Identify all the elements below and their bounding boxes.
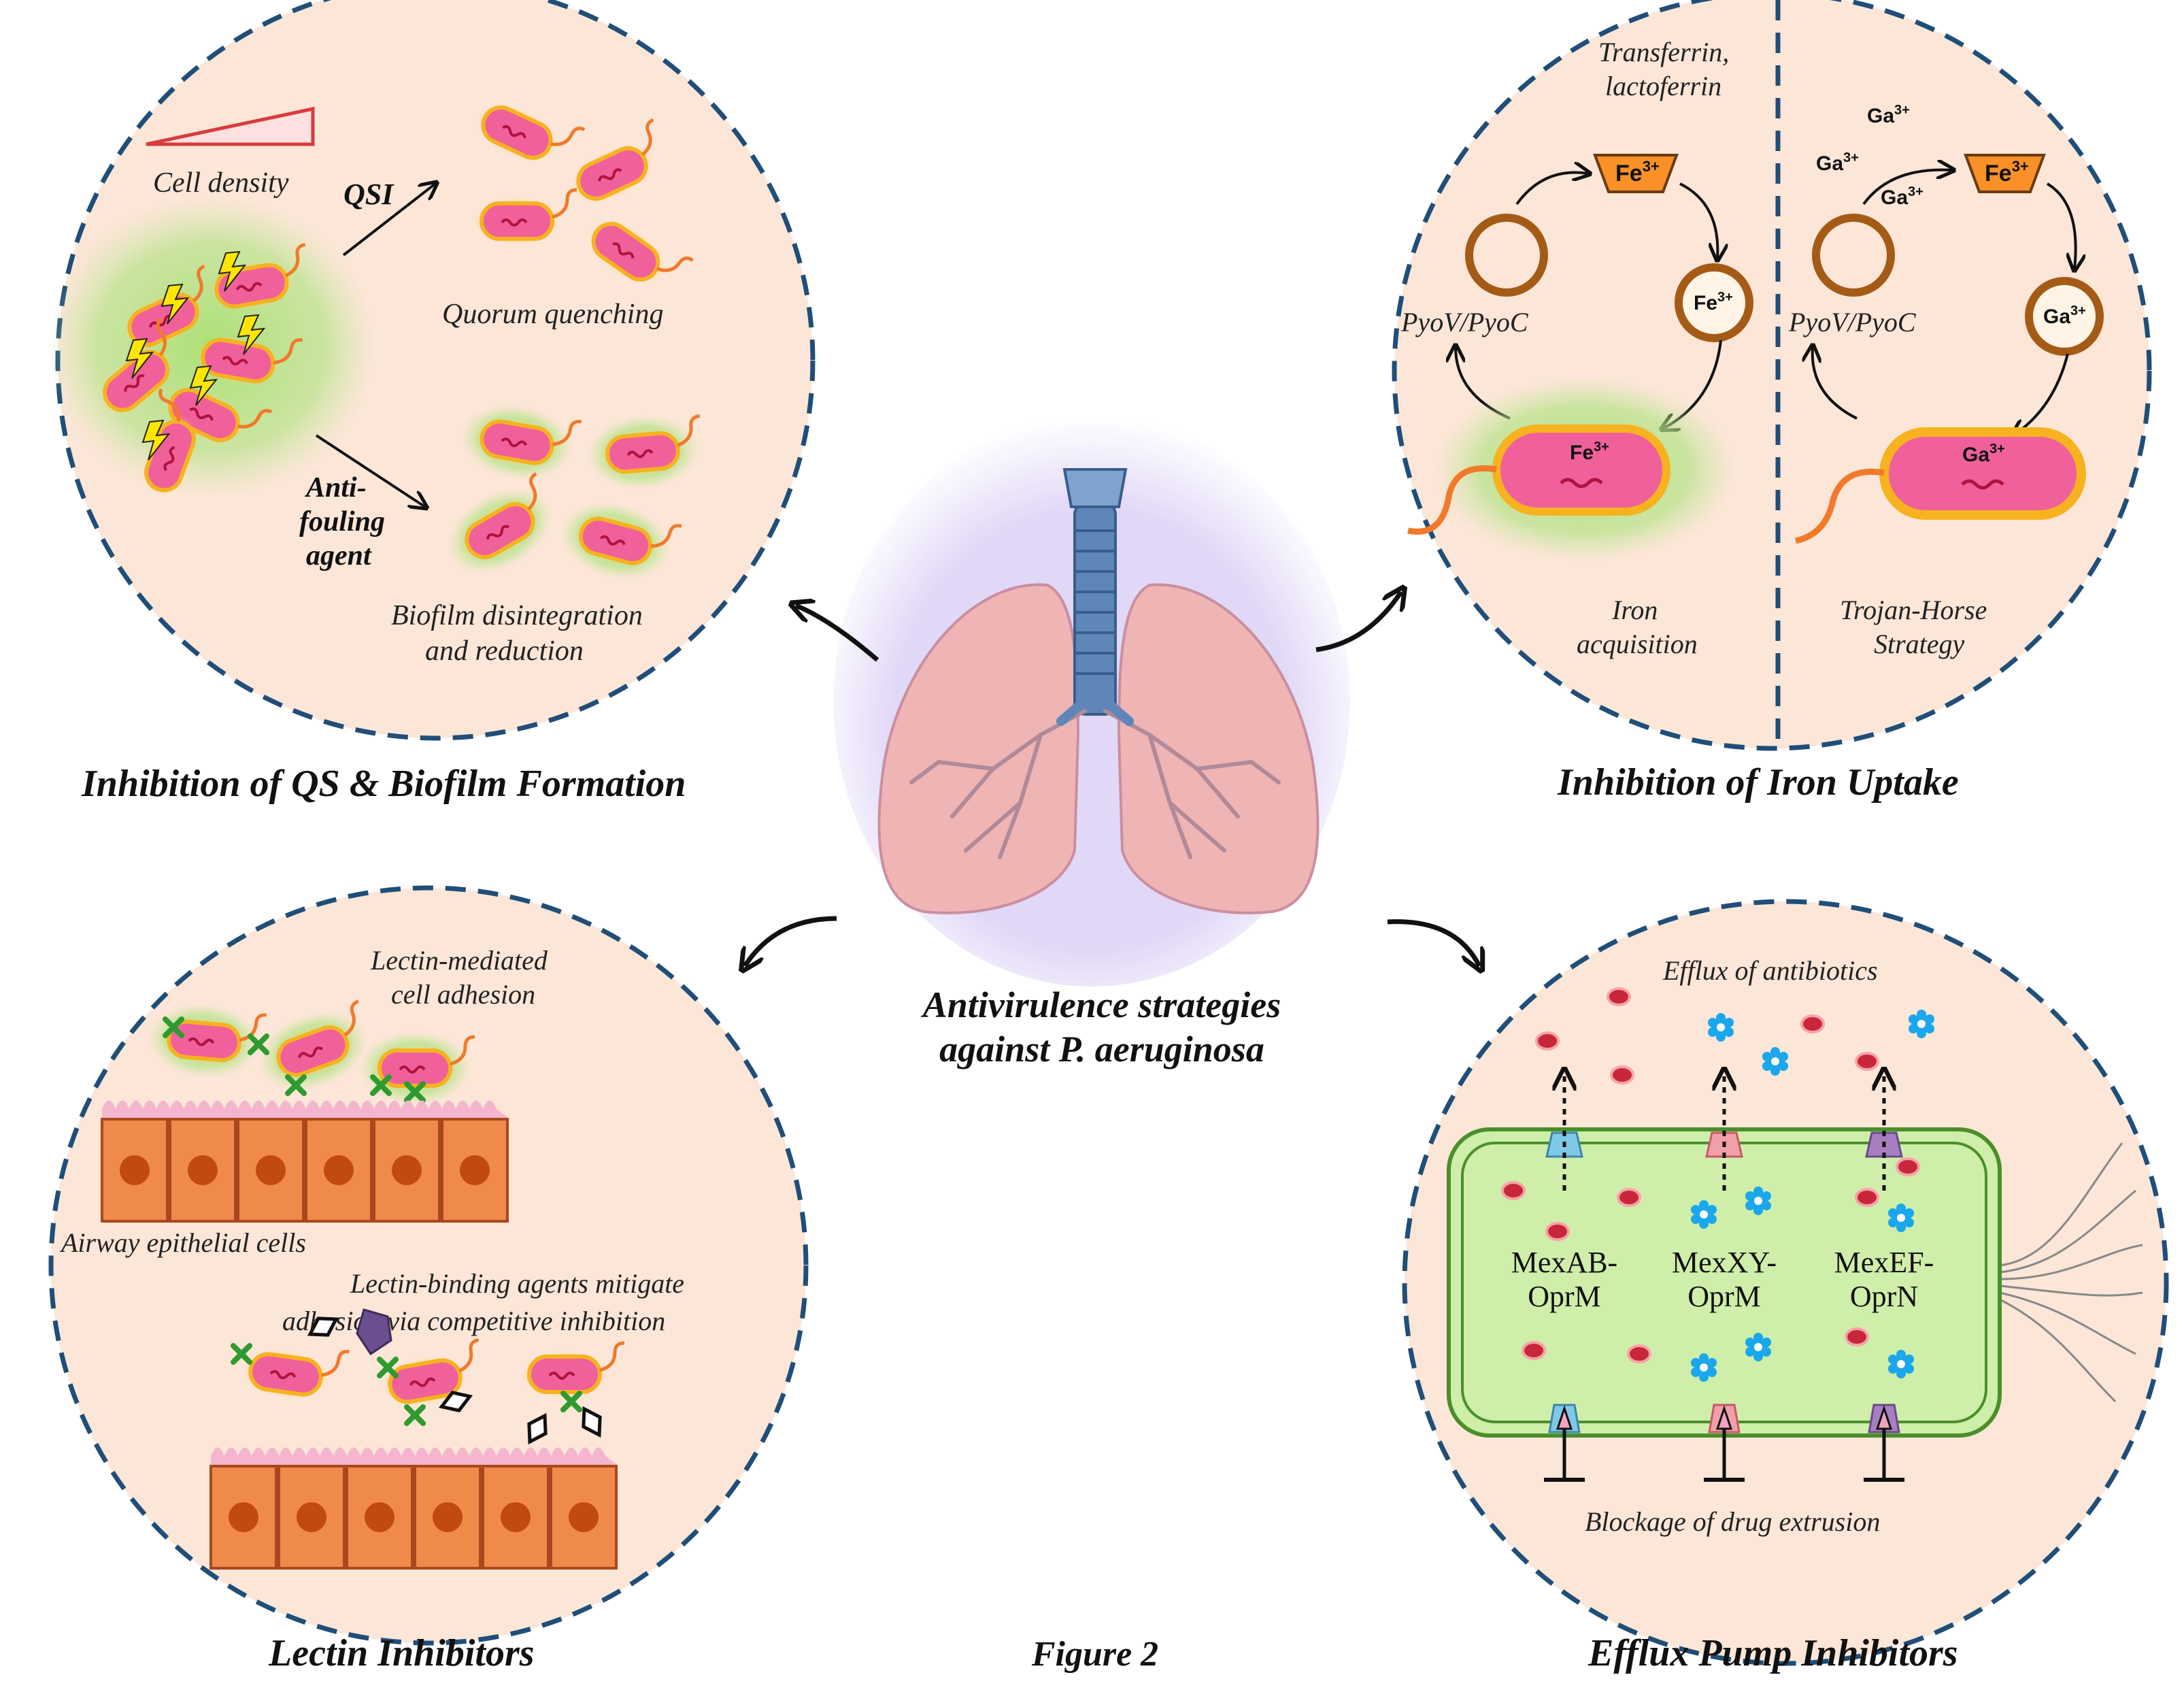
efflux-panel: Efflux of antibiotics	[1402, 899, 2169, 1666]
fe-trapezoid-icon	[1593, 154, 1679, 193]
ga-ion-1: Ga3+	[1867, 103, 1910, 127]
iron-panel-circle	[1392, 0, 2152, 751]
iron-cycle-arrow-top	[1515, 172, 1588, 205]
blockage-label: Blockage of drug extrusion	[1585, 1506, 1880, 1537]
cell-density-label: Cell density	[153, 167, 289, 199]
transferrin-line2: lactoferrin	[1605, 71, 1721, 101]
pump-1-line2: OprM	[1528, 1280, 1601, 1313]
pump-2-line1: MexXY-	[1672, 1246, 1777, 1279]
antifouling-line3: agent	[306, 540, 372, 571]
trojan-arrow-left	[1813, 347, 1858, 420]
trojan-bacterium	[1794, 427, 2086, 544]
pump-3-line2: OprN	[1850, 1280, 1918, 1313]
trojan-line2: Strategy	[1874, 629, 1965, 659]
pump-mexab-oprm: MexAB- OprM	[1511, 1072, 1617, 1482]
trojan-fe-trapezoid-icon	[1964, 154, 2046, 193]
iron-panel-title: Inhibition of Iron Uptake	[1557, 761, 1959, 803]
pump-1-line1: MexAB-	[1511, 1246, 1617, 1279]
figure-label: Figure 2	[1031, 1635, 1158, 1674]
iron-acquisition-line1: Iron	[1611, 595, 1658, 625]
pump-3-line1: MexEF-	[1834, 1246, 1934, 1279]
center-caption-line2: against P. aeruginosa	[939, 1029, 1264, 1070]
signal-bolt-icon	[125, 250, 266, 461]
arrow-to-efflux-panel	[1387, 919, 1479, 966]
airway-epithelium-top	[101, 1118, 509, 1223]
pyov-left-label: PyoV/PyoC	[1400, 307, 1529, 337]
pump-mexxy-oprm: MexXY- OprM	[1672, 1072, 1777, 1482]
trachea-rings	[1075, 529, 1115, 675]
efflux-of-antibiotics-label: Efflux of antibiotics	[1662, 955, 1878, 986]
ga-ion-3: Ga3+	[1881, 184, 1923, 209]
trojan-fe-label: Fe3+	[1985, 158, 2029, 186]
airway-epithelium-bottom	[209, 1465, 618, 1570]
arrow-to-lectin-panel	[745, 916, 837, 966]
lectin-adhesion-line1: Lectin-mediated	[370, 945, 548, 976]
iron-acquisition-line2: acquisition	[1577, 629, 1698, 659]
arrow-to-iron-panel	[1315, 592, 1401, 652]
flagella	[1999, 1142, 2143, 1403]
lectin-binding-line1: Lectin-binding agents mitigate	[350, 1268, 684, 1299]
qs-biofilm-panel: Cell density QSI Quorum quenching Anti- …	[48, 0, 816, 741]
qs-panel-title: Inhibition of QS & Biofilm Formation	[81, 763, 686, 805]
ga-ion-2: Ga3+	[1816, 150, 1859, 175]
pyov-ring-left	[1465, 214, 1548, 297]
ga-siderophore-label: Ga3+	[2043, 303, 2086, 328]
lectin-panel-title: Lectin Inhibitors	[268, 1632, 535, 1674]
biofilm-line1: Biofilm disintegration	[391, 600, 643, 631]
airway-epithelial-label: Airway epithelial cells	[59, 1227, 306, 1258]
quorum-quenching-label: Quorum quenching	[442, 299, 663, 330]
trojan-line1: Trojan-Horse	[1840, 595, 1987, 625]
larynx	[1062, 468, 1128, 508]
pump-mexef-oprn: MexEF- OprN	[1834, 1072, 1934, 1482]
lectin-panel: Lectin-mediated cell adhesion Airway epi…	[48, 885, 809, 1646]
ga-siderophore-ring	[2025, 277, 2104, 356]
pyov-ring-right	[1812, 214, 1895, 297]
trachea	[1073, 502, 1117, 716]
biofilm-line2: and reduction	[425, 635, 584, 667]
fe-inside-label: Fe3+	[1570, 440, 1609, 464]
fe-trapezoid-label: Fe3+	[1615, 158, 1660, 186]
pyov-right-label: PyoV/PyoC	[1788, 307, 1917, 337]
lectin-binding-line2: adhesion via competitive inhibition	[282, 1306, 665, 1336]
fe-siderophore-ring	[1675, 263, 1753, 342]
ga-inside-label: Ga3+	[1962, 442, 2005, 466]
fe-siderophore-label: Fe3+	[1694, 290, 1733, 314]
antifouling-arrow	[315, 434, 425, 507]
iron-uptake-panel: Transferrin, lactoferrin Fe3+ PyoV/PyoC …	[1392, 0, 2152, 751]
lectin-adhesion-line2: cell adhesion	[391, 979, 535, 1010]
lungs-illustration	[833, 415, 1350, 987]
trojan-arrow-top	[1862, 170, 1952, 205]
qsi-arrow	[342, 184, 435, 256]
iron-acquiring-bacterium	[1407, 378, 1734, 561]
cell-density-wedge-icon	[146, 106, 315, 146]
antifouling-line2: fouling	[299, 506, 385, 537]
iron-cycle-arrow-right	[1679, 182, 1717, 259]
trojan-arrow-right	[2046, 182, 2076, 269]
qsi-label: QSI	[343, 178, 394, 211]
antifouling-line1: Anti-	[304, 472, 367, 503]
arrow-to-qs-panel	[796, 606, 879, 662]
transferrin-line1: Transferrin,	[1598, 37, 1729, 67]
cilia-top	[102, 1100, 510, 1119]
center-caption-line1: Antivirulence strategies	[921, 984, 1281, 1025]
pump-2-line2: OprM	[1687, 1280, 1761, 1313]
cilia-bottom	[211, 1447, 619, 1466]
efflux-panel-title: Efflux Pump Inhibitors	[1587, 1632, 1958, 1674]
right-lung	[1117, 583, 1320, 914]
inhibitor-pentagon-icon	[356, 1308, 392, 1356]
